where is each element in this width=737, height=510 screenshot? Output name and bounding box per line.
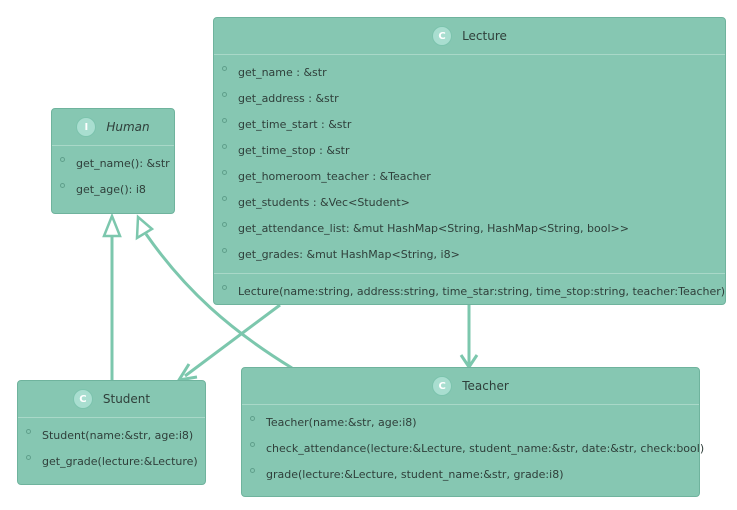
class-stereotype-icon: C — [72, 389, 93, 409]
member-row: check_attendance(lecture:&Lecture, stude… — [242, 435, 704, 461]
field-visibility-icon — [222, 92, 227, 97]
field-row: get_time_start : &str — [214, 111, 725, 137]
class-stereotype-icon: C — [432, 376, 453, 396]
member-row: get_grade(lecture:&Lecture) — [18, 448, 205, 474]
field-visibility-icon — [222, 222, 227, 227]
teacher-title: Teacher — [462, 379, 509, 393]
method-row: Lecture(name:string, address:string, tim… — [214, 278, 725, 304]
lecture-fields: get_name : &str get_address : &str get_t… — [214, 55, 725, 274]
class-stereotype-icon: C — [432, 26, 453, 46]
human-members: get_name(): &str get_age(): i8 — [52, 146, 174, 208]
lecture-methods: Lecture(name:string, address:string, tim… — [214, 274, 725, 310]
member-row: get_age(): i8 — [52, 176, 174, 202]
field-visibility-icon — [222, 144, 227, 149]
teacher-header: C Teacher — [242, 368, 699, 405]
edge-lecture-student — [184, 303, 281, 378]
student-class-box[interactable]: C Student Student(name:&str, age:i8) get… — [17, 380, 206, 485]
method-visibility-icon — [250, 442, 255, 447]
teacher-members: Teacher(name:&str, age:i8) check_attenda… — [242, 405, 704, 493]
field-row: get_address : &str — [214, 85, 725, 111]
field-visibility-icon — [222, 66, 227, 71]
human-header: I Human — [52, 109, 174, 146]
field-visibility-icon — [222, 196, 227, 201]
field-visibility-icon — [222, 118, 227, 123]
student-header: C Student — [18, 381, 205, 418]
student-title: Student — [102, 392, 151, 406]
inheritance-arrowhead-teacher — [135, 214, 155, 241]
human-interface-box[interactable]: I Human get_name(): &str get_age(): i8 — [51, 108, 175, 214]
method-visibility-icon — [26, 429, 31, 434]
method-visibility-icon — [250, 468, 255, 473]
method-visibility-icon — [60, 183, 65, 188]
method-visibility-icon — [26, 455, 31, 460]
method-visibility-icon — [222, 285, 227, 290]
member-row: Teacher(name:&str, age:i8) — [242, 409, 699, 435]
field-row: get_attendance_list: &mut HashMap<String… — [214, 215, 725, 241]
inheritance-arrowhead-student — [102, 212, 122, 238]
member-row: Student(name:&str, age:i8) — [18, 422, 205, 448]
lecture-class-box[interactable]: C Lecture get_name : &str get_address : … — [213, 17, 726, 305]
lecture-title: Lecture — [462, 29, 507, 43]
member-row: grade(lecture:&Lecture, student_name:&st… — [242, 461, 699, 487]
method-visibility-icon — [60, 157, 65, 162]
field-row: get_name : &str — [214, 59, 725, 85]
teacher-class-box[interactable]: C Teacher Teacher(name:&str, age:i8) che… — [241, 367, 704, 497]
lecture-header: C Lecture — [214, 18, 725, 55]
method-visibility-icon — [250, 416, 255, 421]
field-row: get_time_stop : &str — [214, 137, 725, 163]
field-row: get_students : &Vec<Student> — [214, 189, 725, 215]
edge-teacher-human — [144, 233, 293, 370]
field-row: get_grades: &mut HashMap<String, i8> — [214, 241, 725, 267]
field-visibility-icon — [222, 170, 227, 175]
student-members: Student(name:&str, age:i8) get_grade(lec… — [18, 418, 205, 480]
field-visibility-icon — [222, 248, 227, 253]
member-row: get_name(): &str — [52, 150, 174, 176]
interface-stereotype-icon: I — [76, 117, 97, 137]
human-title: Human — [106, 120, 150, 134]
field-row: get_homeroom_teacher : &Teacher — [214, 163, 725, 189]
